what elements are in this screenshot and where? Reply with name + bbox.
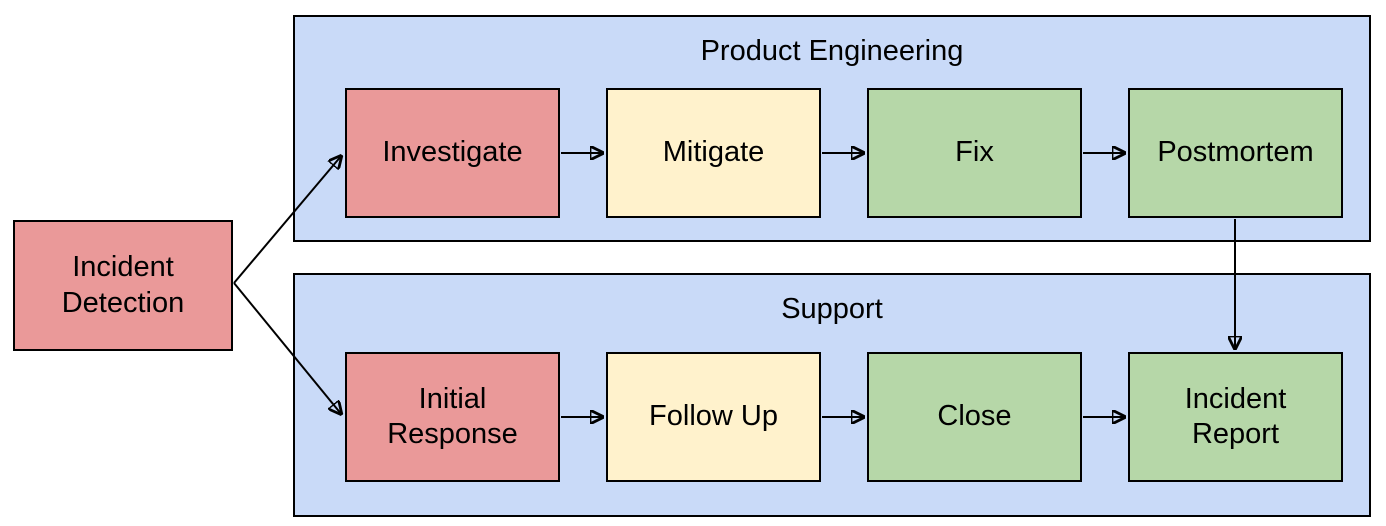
node-fix[interactable]: Fix [867,88,1082,218]
node-label: Fix [955,136,994,169]
node-close[interactable]: Close [867,352,1082,482]
node-mitigate[interactable]: Mitigate [606,88,821,218]
node-label: Initial Response [387,382,518,450]
node-label: Mitigate [662,136,765,169]
node-incident-report[interactable]: Incident Report [1128,352,1343,482]
node-label: Incident Report [1184,382,1287,450]
lane-product-engineering[interactable]: Product Engineering Investigate Mitigate… [293,15,1371,242]
node-label: Follow Up [649,400,778,433]
node-label: Postmortem [1157,136,1314,169]
node-label: Incident Detection [61,251,185,319]
lane-title-product-engineering: Product Engineering [700,35,964,67]
node-label: Close [937,400,1012,433]
node-label: Investigate [382,136,523,169]
node-investigate[interactable]: Investigate [345,88,560,218]
node-incident-detection[interactable]: Incident Detection [13,220,233,351]
lane-title-support: Support [781,293,883,325]
lane-support[interactable]: Support Initial Response Follow Up Close… [293,273,1371,517]
node-follow-up[interactable]: Follow Up [606,352,821,482]
node-postmortem[interactable]: Postmortem [1128,88,1343,218]
node-initial-response[interactable]: Initial Response [345,352,560,482]
